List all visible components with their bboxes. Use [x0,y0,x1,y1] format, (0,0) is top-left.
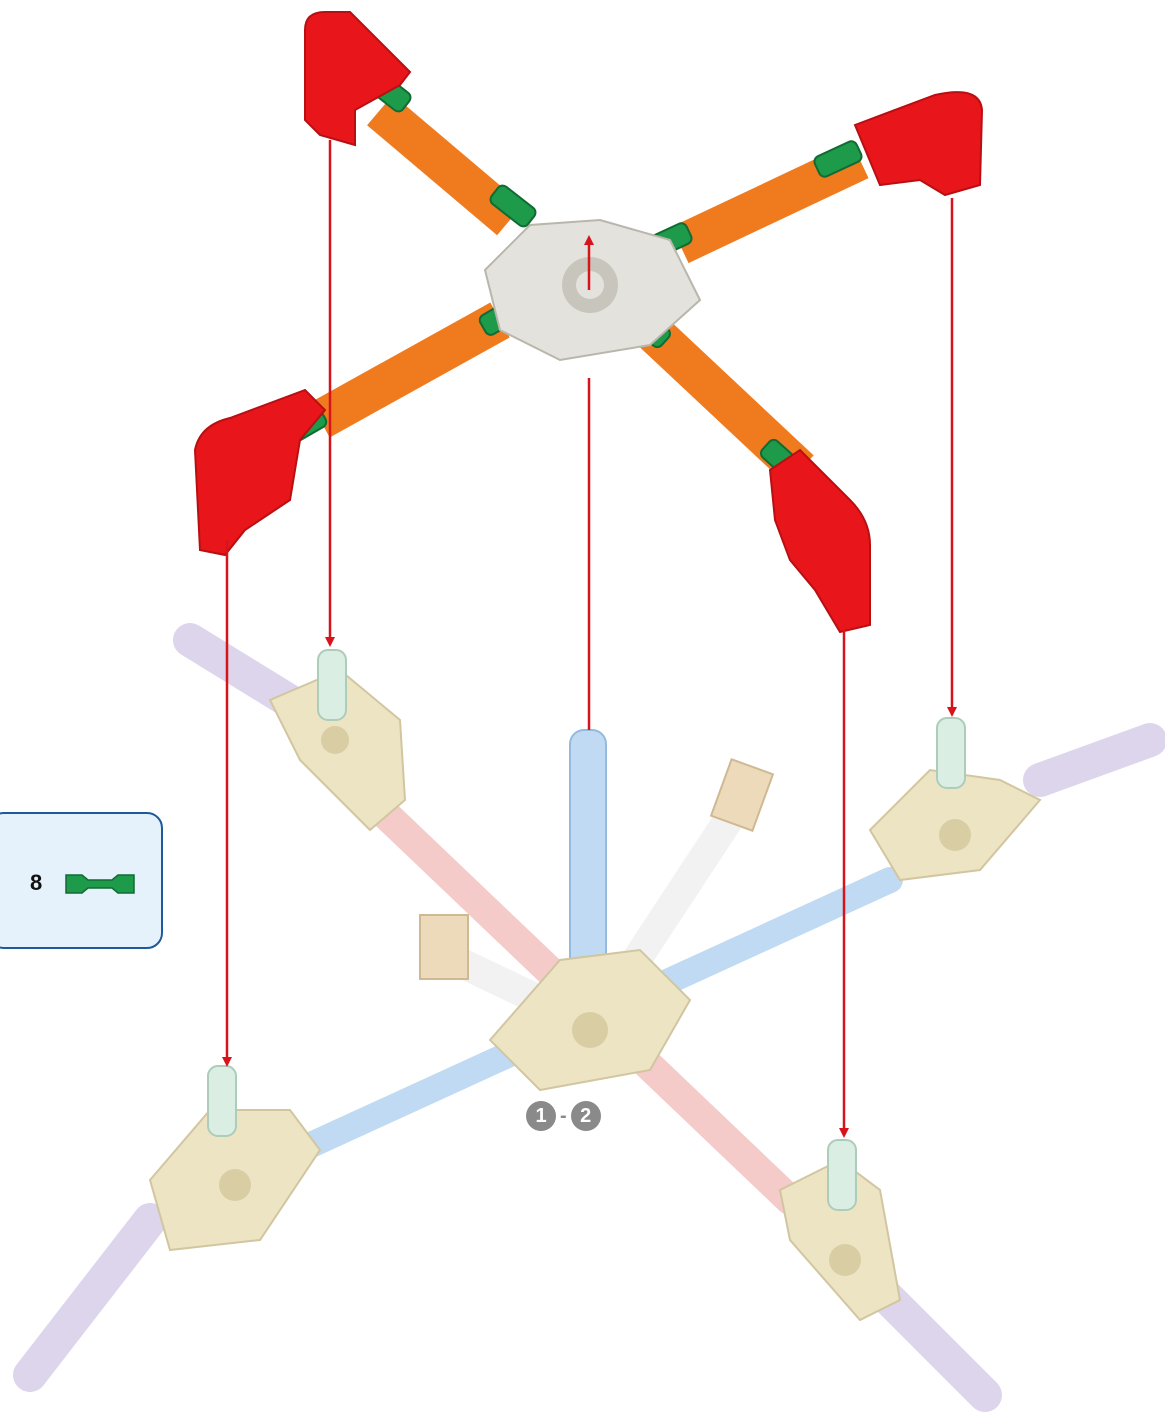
purple-link-right [1023,723,1165,797]
orange-rod-top-left [367,94,523,236]
tan-cap-left [419,914,469,980]
red-clip-top-left [304,11,412,147]
parts-count: 8 [30,870,43,895]
assembly-arrows [222,140,957,1138]
red-clip-bottom-right [768,448,871,634]
parts-callout: 8 [0,812,163,949]
step-reference: 1 - 2 [526,1098,601,1134]
peg-bottom-right [827,1139,857,1211]
step-from-badge: 1 [526,1101,556,1131]
step-separator: - [560,1104,567,1127]
green-connector-2 [489,184,537,228]
step-to-badge: 2 [570,1101,601,1131]
tan-cap-right [709,758,775,832]
peg-top-left [317,649,347,721]
green-connector-icon [65,874,135,894]
red-clip-bottom-left [193,388,327,557]
orange-rod-bottom-left [310,302,510,438]
peg-bottom-left [207,1065,237,1137]
base-assembly [13,623,1165,1412]
center-tan-hub [488,948,692,1092]
top-cross-assembly [193,11,984,634]
red-clip-top-right [853,91,984,197]
purple-link-bottom-left [13,1203,167,1392]
peg-right [936,717,966,789]
purple-link-bottom-right [863,1273,1002,1412]
tan-hub-right [868,768,1042,882]
green-connector-3 [813,140,863,178]
